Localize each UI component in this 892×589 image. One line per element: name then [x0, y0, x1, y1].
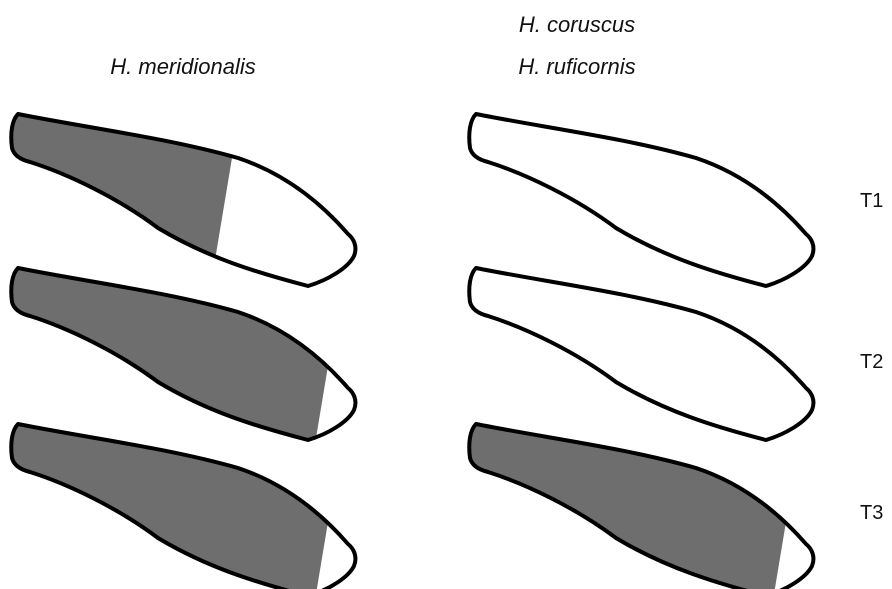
leg-base-coruscus-ruficornis-t1	[469, 114, 813, 286]
leg-coruscus-ruficornis-t1	[469, 114, 813, 286]
leg-coruscus-ruficornis-t2	[469, 268, 813, 440]
leg-base-coruscus-ruficornis-t2	[469, 268, 813, 440]
